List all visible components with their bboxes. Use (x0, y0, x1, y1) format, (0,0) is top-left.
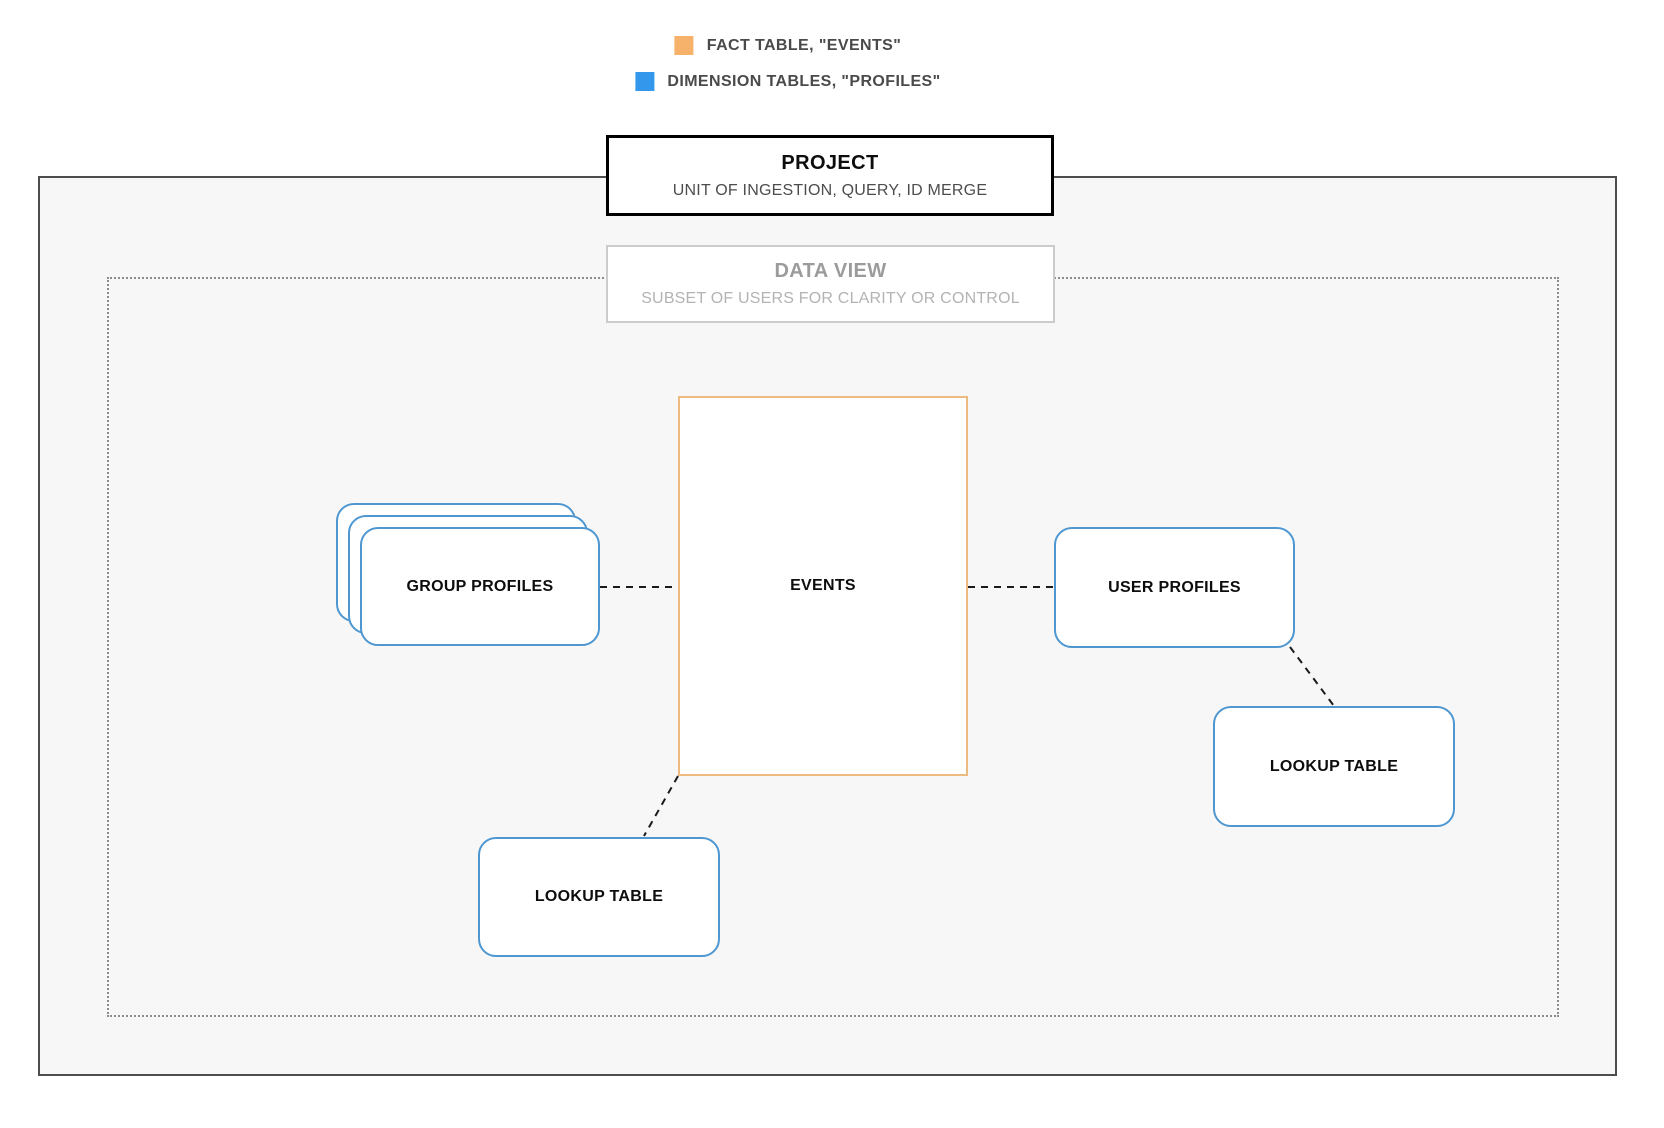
dimension-tables-swatch-icon (635, 72, 655, 91)
user-profiles-node: USER PROFILES (1054, 527, 1295, 648)
project-title: PROJECT (781, 151, 879, 174)
project-subtitle: UNIT OF INGESTION, QUERY, ID MERGE (672, 181, 988, 199)
user-profiles-label: USER PROFILES (1108, 578, 1241, 596)
events-label: EVENTS (790, 577, 856, 594)
group-profiles-label: GROUP PROFILES (406, 577, 554, 595)
legend: FACT TABLE, "EVENTS" DIMENSION TABLES, "… (635, 36, 940, 91)
legend-dimension-label: DIMENSION TABLES, "PROFILES" (667, 72, 941, 90)
lookup-table-right-node: LOOKUP TABLE (1213, 706, 1455, 827)
data-view-title: DATA VIEW (774, 260, 887, 282)
legend-item-fact-table: FACT TABLE, "EVENTS" (674, 36, 902, 55)
lookup-table-right-label: LOOKUP TABLE (1269, 757, 1399, 775)
project-header: PROJECT UNIT OF INGESTION, QUERY, ID MER… (606, 135, 1054, 216)
data-view-subtitle: SUBSET OF USERS FOR CLARITY OR CONTROL (641, 290, 1020, 307)
lookup-table-bottom-node: LOOKUP TABLE (478, 837, 720, 957)
events-node: EVENTS (678, 396, 968, 776)
legend-item-dimension-tables: DIMENSION TABLES, "PROFILES" (635, 72, 940, 91)
legend-fact-label: FACT TABLE, "EVENTS" (706, 36, 902, 54)
group-profiles-node: GROUP PROFILES (360, 527, 600, 646)
fact-table-swatch-icon (674, 36, 694, 55)
data-view-header: DATA VIEW SUBSET OF USERS FOR CLARITY OR… (606, 245, 1055, 323)
lookup-table-bottom-label: LOOKUP TABLE (534, 888, 664, 905)
